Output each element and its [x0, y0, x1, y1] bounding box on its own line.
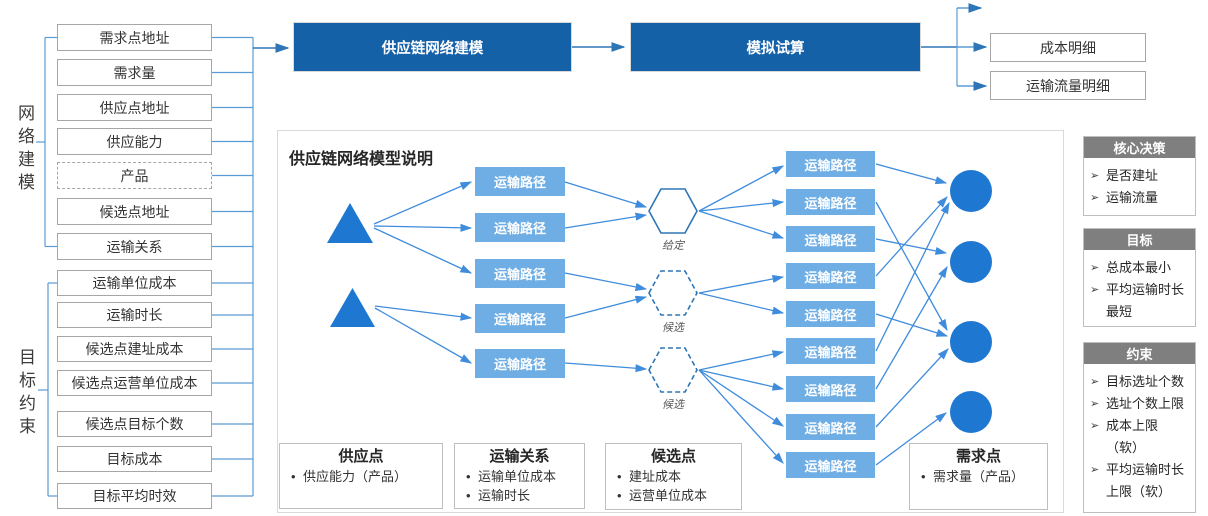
input-item-box: 需求点地址 — [57, 24, 212, 51]
transport-path-box: 运输路径 — [786, 189, 875, 215]
side-panel: 目标 ➢ 总成本最小 ➢ 平均运输时长最短 — [1083, 228, 1196, 327]
side-panel-item: ➢ 运输流量 — [1090, 187, 1191, 209]
side-panel-item-text: 平均运输时长最短 — [1106, 282, 1185, 319]
side-panel-item: ➢ 选址个数上限 — [1090, 393, 1191, 415]
transport-path-box: 运输路径 — [475, 304, 565, 333]
legend-title: 运输关系 — [489, 448, 550, 465]
legend-bullet-text: 建址成本 — [629, 469, 682, 484]
legend-box: 运输关系 • 运输单位成本 • 运输时长 — [454, 443, 585, 509]
input-item-box: 供应点地址 — [57, 94, 212, 121]
legend-bullet-text: 运输单位成本 — [478, 469, 557, 484]
output-cost-detail: 成本明细 — [990, 33, 1146, 62]
legend-title: 供应点 — [338, 448, 384, 465]
input-item-box: 运输单位成本 — [57, 270, 212, 296]
transport-path-box: 运输路径 — [786, 376, 875, 402]
transport-path-box: 运输路径 — [786, 263, 875, 289]
side-panel: 约束 ➢ 目标选址个数 ➢ 选址个数上限 ➢ 成本上限（软） ➢ 平均运输时长上限（软） — [1083, 342, 1196, 513]
legend-title: 候选点 — [650, 448, 696, 465]
side-panel-item: ➢ 是否建址 — [1090, 165, 1191, 187]
hexagon-label: 候选 — [662, 322, 684, 334]
side-panel-item: ➢ 目标选址个数 — [1090, 371, 1191, 393]
legend-box: 供应点 • 供应能力（产品） — [279, 443, 443, 509]
legend-bullet-item: • 运输单位成本 — [463, 467, 576, 486]
side-panel-body: ➢ 是否建址 ➢ 运输流量 — [1084, 158, 1195, 209]
arrow-bullet-icon: ➢ — [1090, 262, 1100, 274]
transport-path-box: 运输路径 — [475, 349, 565, 378]
arrow-bullet-icon: ➢ — [1090, 420, 1100, 432]
legend-bullet-text: 运营单位成本 — [629, 488, 708, 503]
hexagon-label: 候选 — [662, 399, 684, 411]
transport-path-box: 运输路径 — [786, 338, 875, 364]
side-panel-item-text: 是否建址 — [1106, 168, 1159, 183]
transport-path-box: 运输路径 — [786, 226, 875, 252]
arrow-bullet-icon: ➢ — [1090, 398, 1100, 410]
input-item-box: 候选点地址 — [57, 198, 212, 225]
side-panel-item-text: 运输流量 — [1106, 190, 1159, 205]
input-item-box: 候选点建址成本 — [57, 336, 212, 362]
group-label-objective-constraints: 目标约束 — [16, 348, 35, 440]
side-panel-body: ➢ 目标选址个数 ➢ 选址个数上限 ➢ 成本上限（软） ➢ 平均运输时长上限（软） — [1084, 364, 1195, 503]
side-panel-item-text: 成本上限（软） — [1106, 418, 1159, 455]
transport-path-box: 运输路径 — [786, 301, 875, 327]
transport-path-box: 运输路径 — [786, 151, 875, 177]
arrow-bullet-icon: ➢ — [1090, 376, 1100, 388]
legend-bullet-item: • 运营单位成本 — [614, 486, 733, 505]
bullet-icon: • — [291, 469, 296, 484]
flow-step-network-modeling: 供应链网络建模 — [293, 22, 572, 72]
legend-bullet-item: • 供应能力（产品） — [288, 467, 434, 486]
hexagon-label: 给定 — [662, 240, 684, 252]
side-panel-item: ➢ 平均运输时长上限（软） — [1090, 459, 1191, 503]
arrow-bullet-icon: ➢ — [1090, 192, 1100, 204]
legend-box: 需求点 • 需求量（产品） — [909, 443, 1048, 510]
side-panel-item: ➢ 成本上限（软） — [1090, 415, 1191, 459]
bullet-icon: • — [921, 469, 926, 484]
input-item-box: 候选点目标个数 — [57, 411, 212, 437]
panel-title: 供应链网络模型说明 — [289, 151, 434, 168]
input-item-box: 目标平均时效 — [57, 483, 212, 509]
side-panel-header: 目标 — [1084, 229, 1195, 250]
flow-step-simulation: 模拟试算 — [630, 22, 921, 72]
legend-title: 需求点 — [955, 448, 1001, 465]
bullet-icon: • — [466, 488, 471, 503]
input-item-box: 产品 — [57, 162, 212, 189]
side-panel-body: ➢ 总成本最小 ➢ 平均运输时长最短 — [1084, 250, 1195, 323]
transport-path-box: 运输路径 — [475, 213, 565, 242]
transport-path-box: 运输路径 — [475, 259, 565, 288]
legend-box: 候选点 • 建址成本 • 运营单位成本 — [605, 443, 742, 510]
transport-path-box: 运输路径 — [786, 414, 875, 440]
arrow-bullet-icon: ➢ — [1090, 284, 1100, 296]
side-panel-item-text: 总成本最小 — [1106, 260, 1172, 275]
arrow-bullet-icon: ➢ — [1090, 464, 1100, 476]
bullet-icon: • — [466, 469, 471, 484]
input-item-box: 需求量 — [57, 59, 212, 86]
side-panel-item-text: 选址个数上限 — [1106, 396, 1185, 411]
legend-bullet-text: 需求量（产品） — [933, 469, 1025, 484]
legend-bullet-item: • 运输时长 — [463, 486, 576, 505]
side-panel-item-text: 平均运输时长上限（软） — [1106, 462, 1185, 499]
input-item-box: 目标成本 — [57, 446, 212, 472]
legend-bullet-text: 运输时长 — [478, 488, 531, 503]
bullet-icon: • — [617, 469, 622, 484]
side-panel-header: 约束 — [1084, 343, 1195, 364]
arrow-bullet-icon: ➢ — [1090, 170, 1100, 182]
group-label-network-modeling: 网络建模 — [15, 104, 34, 196]
side-panel: 核心决策 ➢ 是否建址 ➢ 运输流量 — [1083, 136, 1196, 216]
legend-bullet-item: • 建址成本 — [614, 467, 733, 486]
input-item-box: 运输时长 — [57, 302, 212, 328]
input-item-box: 候选点运营单位成本 — [57, 370, 212, 396]
side-panel-item: ➢ 平均运输时长最短 — [1090, 279, 1191, 323]
output-transport-flow-detail: 运输流量明细 — [990, 71, 1146, 100]
legend-bullet-item: • 需求量（产品） — [918, 467, 1039, 486]
input-item-box: 供应能力 — [57, 128, 212, 155]
transport-path-box: 运输路径 — [786, 452, 875, 478]
bullet-icon: • — [617, 488, 622, 503]
side-panel-header: 核心决策 — [1084, 137, 1195, 158]
legend-bullet-text: 供应能力（产品） — [303, 469, 408, 484]
side-panel-item: ➢ 总成本最小 — [1090, 257, 1191, 279]
input-item-box: 运输关系 — [57, 233, 212, 260]
transport-path-box: 运输路径 — [475, 167, 565, 196]
side-panel-item-text: 目标选址个数 — [1106, 374, 1185, 389]
